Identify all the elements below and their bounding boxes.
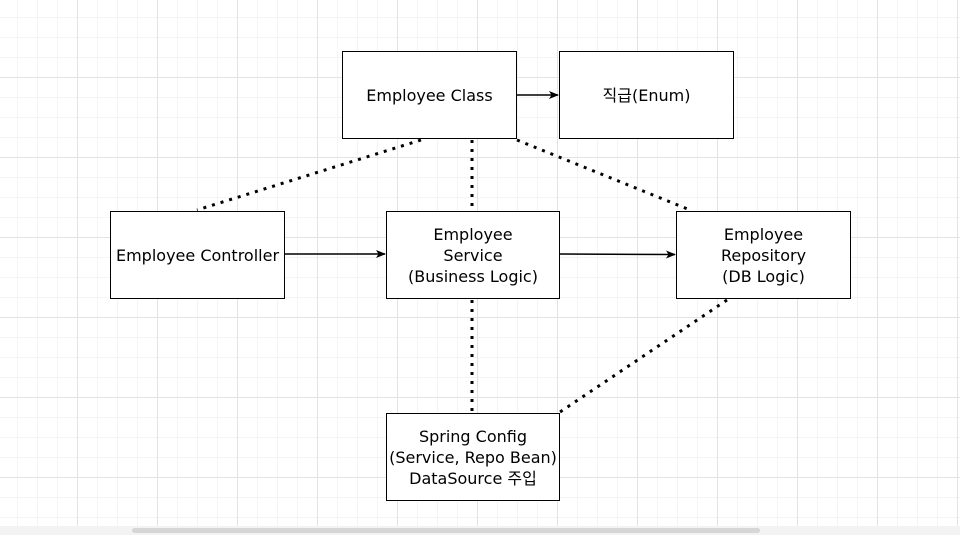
node-employee-class[interactable]: Employee Class bbox=[342, 51, 517, 139]
node-employee-controller[interactable]: Employee Controller bbox=[110, 211, 285, 299]
node-employee-service-label: Employee Service (Business Logic) bbox=[408, 224, 538, 286]
node-rank-enum-label: 직급(Enum) bbox=[602, 85, 691, 105]
node-employee-controller-label: Employee Controller bbox=[115, 245, 280, 265]
node-employee-repository[interactable]: Employee Repository (DB Logic) bbox=[676, 211, 851, 299]
edge-class-to-repository[interactable] bbox=[516, 138, 691, 212]
node-employee-class-label: Employee Class bbox=[366, 85, 493, 105]
horizontal-scrollbar[interactable] bbox=[0, 526, 960, 535]
edge-service-to-repository[interactable] bbox=[559, 250, 676, 259]
node-rank-enum[interactable]: 직급(Enum) bbox=[559, 51, 734, 139]
edge-repository-to-config[interactable] bbox=[559, 298, 728, 414]
node-employee-repository-label: Employee Repository (DB Logic) bbox=[720, 224, 807, 286]
scrollbar-thumb[interactable] bbox=[132, 528, 760, 533]
edge-class-to-controller[interactable] bbox=[196, 138, 422, 212]
node-spring-config[interactable]: Spring Config (Service, Repo Bean) DataS… bbox=[386, 413, 560, 501]
node-spring-config-label: Spring Config (Service, Repo Bean) DataS… bbox=[389, 426, 557, 488]
node-employee-service[interactable]: Employee Service (Business Logic) bbox=[386, 211, 560, 299]
